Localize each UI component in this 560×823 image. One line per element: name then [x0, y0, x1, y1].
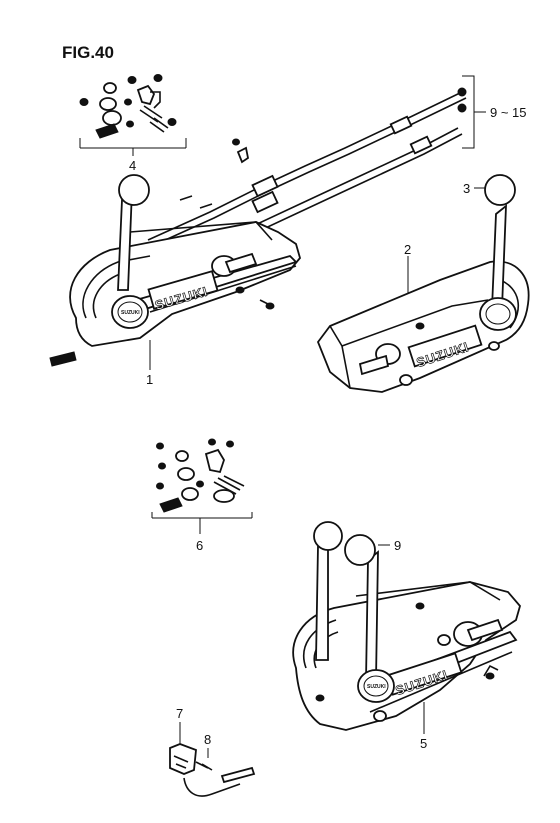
callout-6: 6	[196, 538, 203, 553]
remote-control-box-2: SUZUKI 2 3	[316, 174, 530, 393]
callout-2: 2	[404, 242, 411, 257]
switch-assembly-7-8: 7 8	[169, 706, 256, 797]
callout-1: 1	[146, 372, 153, 387]
callout-8: 8	[204, 732, 211, 747]
knob-brand-1: SUZUKI	[121, 310, 140, 316]
callout-5: 5	[420, 736, 427, 751]
callout-9: 9	[394, 538, 401, 553]
callout-3: 3	[463, 181, 470, 196]
figure-title: FIG.40	[62, 43, 114, 62]
callout-4: 4	[129, 158, 136, 173]
callout-7: 7	[176, 706, 183, 721]
hardware-kit-4: 4	[79, 74, 187, 173]
hardware-kit-6: 6	[151, 438, 253, 553]
control-cables: 9 ~ 15	[147, 75, 527, 271]
knob-brand-5: SUZUKI	[367, 684, 386, 690]
remote-control-box-5: SUZUKI SUZUKI 9 5	[292, 521, 521, 751]
callout-9-15: 9 ~ 15	[490, 105, 527, 120]
